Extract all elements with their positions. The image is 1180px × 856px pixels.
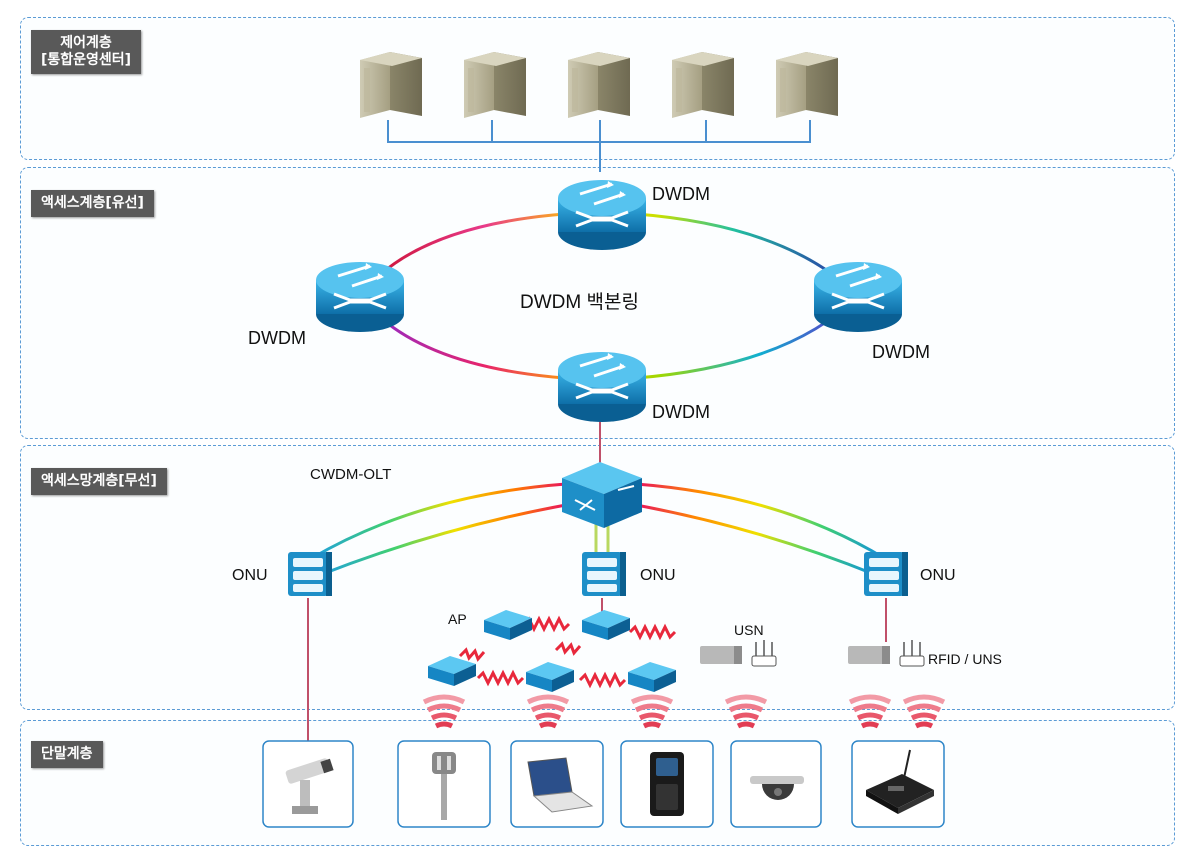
dwdm-left-label: DWDM xyxy=(248,328,306,348)
control-layer-label: 제어계층 [통합운영센터] xyxy=(31,30,142,74)
terminal-laptop xyxy=(510,740,604,828)
ap-label: AP xyxy=(448,611,467,627)
dwdm-right-label: DWDM xyxy=(872,342,930,362)
onu-right xyxy=(864,552,908,596)
cwdm-link-left-upper xyxy=(311,482,567,560)
ap-5 xyxy=(628,662,676,692)
server-3 xyxy=(568,52,630,118)
ap-1 xyxy=(484,610,532,640)
radio-wave-6 xyxy=(904,697,944,726)
onu-left xyxy=(288,552,332,596)
radio-wave-1 xyxy=(424,697,464,726)
rfid-gateway xyxy=(848,646,890,664)
onu-center-label: ONU xyxy=(640,567,676,584)
access-wired-layer-label: 액세스계층[유선] xyxy=(31,190,154,217)
radio-wave-4 xyxy=(726,697,766,726)
onu-left-label: ONU xyxy=(232,567,268,584)
server-2 xyxy=(464,52,526,118)
control-layer-label-line1: 제어계층 [통합운영센터] xyxy=(41,35,132,68)
cwdm-link-left-lower xyxy=(319,503,567,577)
usn-gateway xyxy=(700,646,742,664)
dwdm-router-bottom xyxy=(556,350,648,424)
mesh-link-2 xyxy=(628,625,677,639)
server-4 xyxy=(672,52,734,118)
ap-2 xyxy=(582,610,630,640)
mesh-link-4 xyxy=(578,673,627,687)
dwdm-router-left xyxy=(314,260,406,334)
dwdm-router-right xyxy=(812,260,904,334)
terminal-sensor-pole xyxy=(397,740,491,828)
terminal-access-device xyxy=(620,740,714,828)
rfid-antenna-icon xyxy=(899,640,925,667)
cwdm-olt-switch xyxy=(562,462,642,528)
terminal-cctv xyxy=(262,740,354,828)
terminal-dome-camera xyxy=(730,740,822,828)
onu-center xyxy=(582,552,626,596)
access-wireless-layer-label: 액세스망계층[무선] xyxy=(31,468,167,495)
onu-right-label: ONU xyxy=(920,567,956,584)
server-5 xyxy=(776,52,838,118)
cwdm-link-right-upper xyxy=(635,482,885,560)
server-bus xyxy=(387,120,811,172)
terminal-layer-label: 단말계층 xyxy=(31,741,103,768)
usn-antenna-icon xyxy=(751,640,777,667)
mesh-link-5 xyxy=(458,647,486,662)
server-1 xyxy=(360,52,422,118)
rfid-label: RFID / UNS xyxy=(928,651,1002,667)
ring-title: DWDM 백본링 xyxy=(520,291,639,313)
radio-wave-3 xyxy=(632,697,672,726)
terminal-wireless-router xyxy=(851,740,945,828)
dwdm-router-top xyxy=(556,178,648,252)
radio-wave-2 xyxy=(528,697,568,726)
cwdm-link-right-lower xyxy=(635,503,877,577)
ap-4 xyxy=(526,662,574,692)
usn-label: USN xyxy=(734,622,764,638)
cwdm-olt-label: CWDM-OLT xyxy=(310,466,391,483)
mesh-link-3 xyxy=(476,671,525,685)
dwdm-bottom-label: DWDM xyxy=(652,402,710,422)
dwdm-top-label: DWDM xyxy=(652,184,710,204)
radio-wave-5 xyxy=(850,697,890,726)
mesh-link-6 xyxy=(554,641,582,656)
